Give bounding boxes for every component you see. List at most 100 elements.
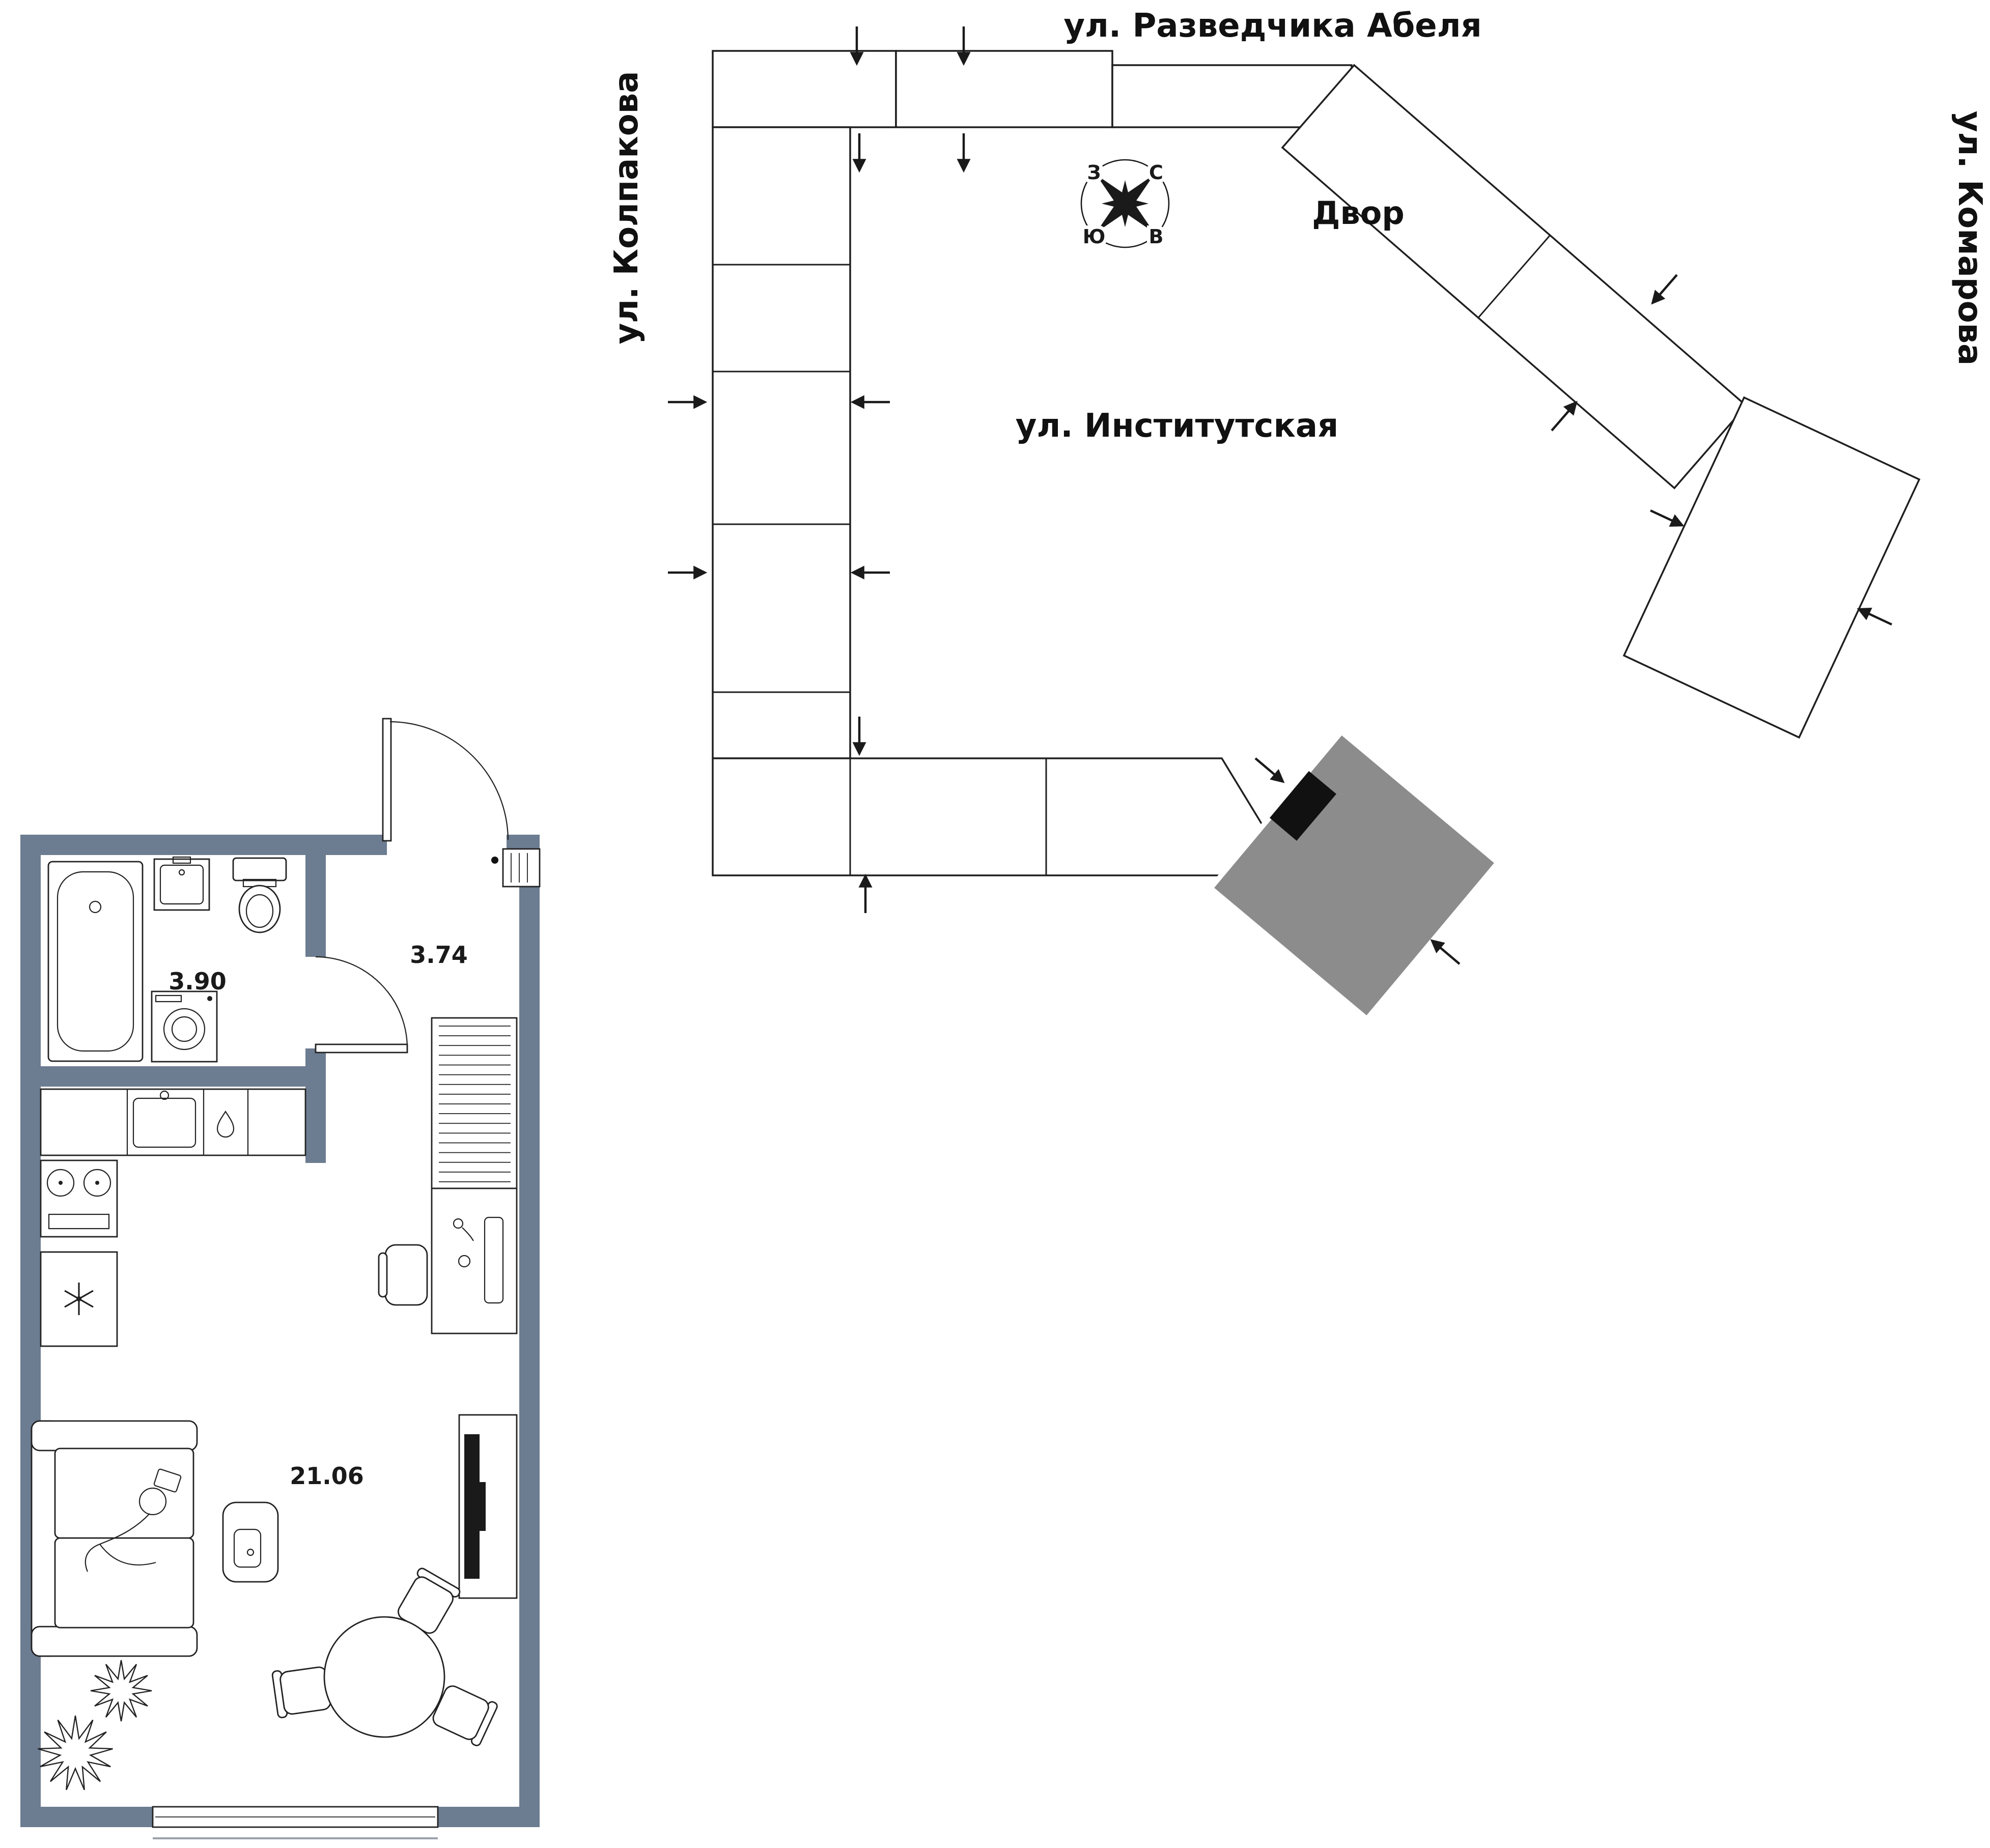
compass-west-label: З bbox=[1087, 161, 1101, 184]
wall-top bbox=[20, 835, 387, 855]
compass-north-label: С bbox=[1149, 161, 1163, 184]
building-section-lines bbox=[713, 235, 1551, 875]
toilet bbox=[232, 857, 287, 933]
street-label-top: ул. Разведчика Абеля bbox=[1063, 7, 1481, 45]
sink-drain bbox=[178, 869, 185, 876]
coffee-table bbox=[222, 1501, 279, 1583]
entrance-arrow-icon bbox=[1651, 274, 1678, 305]
burner bbox=[83, 1169, 111, 1197]
building-complex bbox=[712, 50, 1921, 876]
lamp-arm bbox=[462, 1227, 474, 1241]
building-block-end bbox=[1622, 396, 1921, 739]
snowflake-icon bbox=[64, 1283, 94, 1315]
compass-rose-icon: С В Ю З bbox=[1079, 158, 1170, 251]
entrance-arrow-icon bbox=[1551, 401, 1578, 432]
bathtub-rim bbox=[47, 861, 144, 1062]
toilet-seat bbox=[245, 894, 274, 928]
balcony-window bbox=[152, 1806, 439, 1839]
wall-bathroom-right-top bbox=[305, 855, 326, 957]
courtyard-label: Двор bbox=[1312, 194, 1404, 232]
sofa-armrest bbox=[31, 1420, 198, 1452]
wardrobe-hangers bbox=[439, 1026, 511, 1182]
entrance-arrow-icon bbox=[1650, 509, 1685, 527]
building-block-left-wing bbox=[712, 126, 851, 759]
street-label-left: ул. Колпакова bbox=[608, 71, 646, 345]
entrance-arrow-icon bbox=[1857, 608, 1892, 626]
entrance-arrows bbox=[668, 26, 1892, 965]
wardrobe bbox=[431, 1017, 518, 1189]
bathroom-sink bbox=[153, 856, 210, 911]
bathtub-drain bbox=[89, 900, 102, 914]
sofa bbox=[31, 1420, 198, 1657]
entrance-arrow-icon bbox=[1254, 757, 1285, 783]
burner-center bbox=[59, 1181, 63, 1185]
wall-right bbox=[519, 835, 540, 1827]
fridge bbox=[40, 1251, 118, 1347]
wall-bathroom-bottom bbox=[41, 1066, 326, 1087]
person-legs bbox=[99, 1544, 156, 1566]
sink-faucet bbox=[172, 856, 191, 864]
washer-drum bbox=[171, 1016, 198, 1042]
washing-machine bbox=[151, 990, 218, 1063]
walls bbox=[20, 835, 540, 1827]
washer-knob bbox=[207, 996, 212, 1001]
chair-seat bbox=[432, 1685, 489, 1740]
sink-basin bbox=[159, 864, 204, 905]
coffee-table-top bbox=[222, 1501, 279, 1583]
wall-bottom-right bbox=[438, 1807, 540, 1827]
burner-center bbox=[95, 1181, 99, 1185]
vent-box bbox=[502, 848, 541, 888]
desk-top bbox=[431, 1187, 518, 1334]
wall-left bbox=[20, 835, 41, 1827]
desk bbox=[431, 1187, 518, 1334]
ventilation-shaft bbox=[491, 848, 541, 888]
sofa-cushion bbox=[54, 1447, 194, 1539]
dining-set bbox=[271, 1568, 498, 1746]
desk-lamp bbox=[453, 1218, 464, 1229]
wall-bottom-left bbox=[20, 1807, 153, 1827]
stove-body bbox=[40, 1159, 118, 1238]
entrance-marker bbox=[1270, 771, 1336, 841]
burner bbox=[46, 1169, 75, 1197]
entrance-door bbox=[382, 718, 509, 842]
vent-dot bbox=[491, 857, 498, 864]
washer-door bbox=[163, 1008, 206, 1050]
bathtub-basin bbox=[57, 871, 134, 1052]
door-swing-arc bbox=[315, 956, 408, 1049]
dining-chair bbox=[432, 1685, 498, 1746]
highlighted-building bbox=[1207, 728, 1502, 1023]
compass-circle bbox=[1080, 159, 1170, 248]
stove bbox=[40, 1159, 118, 1238]
washer-panel bbox=[155, 994, 182, 1003]
wardrobe-body bbox=[431, 1017, 518, 1189]
entrance-arrow-icon bbox=[1430, 939, 1461, 965]
sofa-back bbox=[31, 1420, 59, 1657]
cup bbox=[246, 1548, 255, 1556]
highlighted-building-footprint bbox=[1207, 728, 1502, 1023]
sofa-armrest bbox=[31, 1626, 198, 1657]
mug bbox=[458, 1255, 471, 1268]
kitchen-sink-basin bbox=[132, 1097, 197, 1148]
kitchen-counter bbox=[40, 1088, 306, 1156]
tv-unit bbox=[458, 1414, 518, 1599]
toilet-tank bbox=[232, 857, 287, 882]
door-leaf bbox=[315, 1043, 408, 1054]
dining-chair bbox=[271, 1666, 331, 1718]
bathroom-area-label: 3.90 bbox=[169, 968, 227, 995]
counter-top bbox=[40, 1088, 306, 1156]
street-label-bottom: ул. Институтская bbox=[1016, 407, 1338, 445]
floor-plan: 3.90 3.74 21.06 bbox=[20, 718, 541, 1839]
tray bbox=[233, 1528, 262, 1568]
hallway-area-label: 3.74 bbox=[410, 941, 468, 969]
compass-star-long bbox=[1096, 175, 1154, 233]
compass-east-label: В bbox=[1149, 225, 1164, 248]
sofa-cushion bbox=[54, 1537, 194, 1629]
street-label-right: ул. Комарова bbox=[1951, 111, 1988, 365]
kitchen-faucet bbox=[159, 1090, 170, 1100]
chair-seat bbox=[384, 1244, 428, 1306]
living-area-label: 21.06 bbox=[290, 1462, 364, 1490]
sink-counter bbox=[153, 858, 210, 911]
building-block bbox=[895, 50, 1113, 128]
building-block bbox=[712, 50, 897, 128]
